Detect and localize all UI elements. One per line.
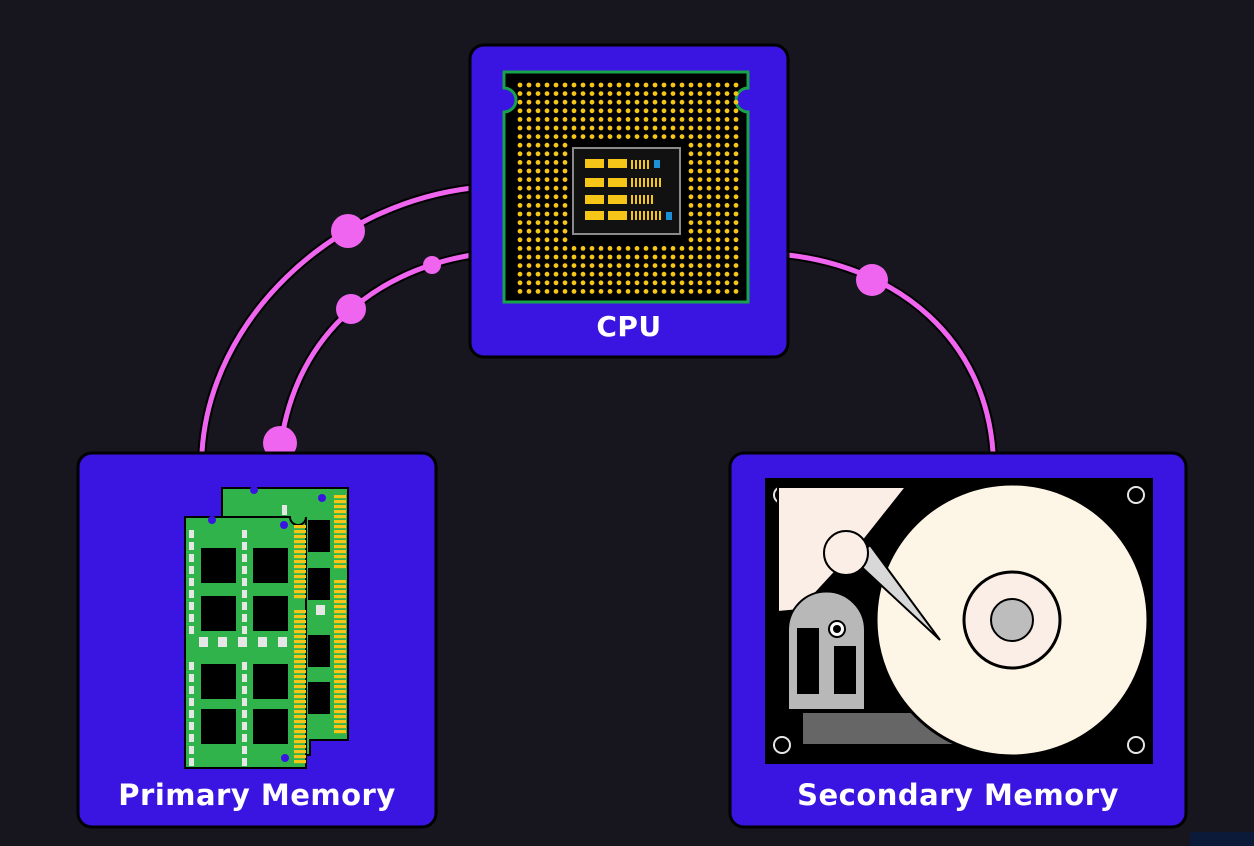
secondary-memory-card <box>728 451 1188 829</box>
connector-cpu-primary-inner <box>275 250 473 453</box>
cpu-card <box>468 43 790 359</box>
cpu-label: CPU <box>596 310 662 343</box>
connector-node <box>423 256 441 274</box>
ram-module-icon <box>184 486 349 769</box>
hard-drive-icon <box>765 478 1153 764</box>
secondary-memory-label: Secondary Memory <box>797 778 1119 812</box>
corner-accent <box>1190 832 1254 846</box>
primary-memory-label: Primary Memory <box>118 778 396 812</box>
primary-memory-card <box>76 451 438 829</box>
cpu-chip-icon <box>502 70 750 304</box>
connector-node <box>336 294 366 324</box>
connector-node <box>331 214 365 248</box>
connector-node <box>856 264 888 296</box>
